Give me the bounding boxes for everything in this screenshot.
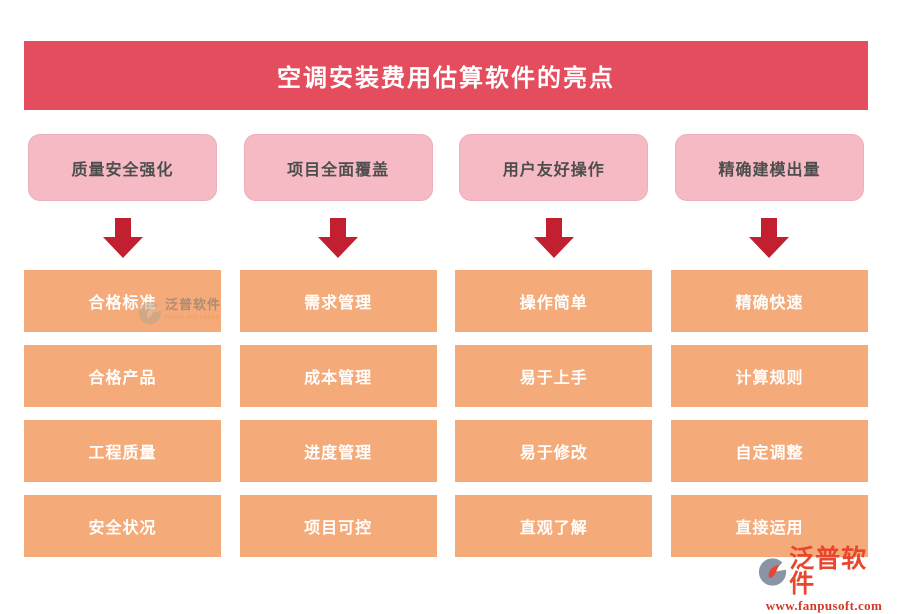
feature-box: 精确快速: [670, 270, 868, 332]
down-arrow-icon: [533, 218, 574, 258]
feature-box: 项目可控: [239, 495, 437, 557]
feature-box: 易于上手: [455, 345, 653, 407]
down-arrow-icon: [318, 218, 359, 258]
brand-url: www.fanpusoft.com: [765, 598, 883, 613]
title-bar: 空调安装费用估算软件的亮点: [24, 41, 868, 110]
column-accurate-modeling: 精确建模出量 精确快速 计算规则 自定调整 直接运用: [670, 134, 868, 557]
column-header: 质量安全强化: [28, 134, 217, 201]
columns-area: 质量安全强化 合格标准 合格产品 工程质量 安全状况 项目全面覆盖 需求管理 成…: [24, 134, 868, 557]
feature-box: 安全状况: [24, 495, 221, 557]
feature-box: 易于修改: [455, 420, 653, 482]
down-arrow-icon: [102, 218, 143, 258]
column-quality-safety: 质量安全强化 合格标准 合格产品 工程质量 安全状况: [24, 134, 221, 557]
fanpu-brand: 泛普软件 www.fanpusoft.com: [758, 547, 890, 614]
feature-box: 自定调整: [670, 420, 868, 482]
feature-box: 操作简单: [455, 270, 653, 332]
down-arrow-icon: [749, 218, 790, 258]
feature-box: 需求管理: [239, 270, 437, 332]
column-header: 项目全面覆盖: [243, 134, 433, 201]
feature-box: 计算规则: [670, 345, 868, 407]
feature-box: 直观了解: [455, 495, 653, 557]
column-header: 用户友好操作: [459, 134, 649, 201]
feature-box: 成本管理: [239, 345, 437, 407]
column-user-friendly: 用户友好操作 操作简单 易于上手 易于修改 直观了解: [455, 134, 653, 557]
column-header: 精确建模出量: [674, 134, 864, 201]
feature-box: 合格标准: [24, 270, 221, 332]
column-project-coverage: 项目全面覆盖 需求管理 成本管理 进度管理 项目可控: [239, 134, 437, 557]
feature-box: 进度管理: [239, 420, 437, 482]
fanpu-logo-icon: [758, 558, 788, 586]
feature-box: 合格产品: [24, 345, 221, 407]
feature-box: 直接运用: [670, 495, 868, 557]
page-title: 空调安装费用估算软件的亮点: [277, 65, 615, 92]
feature-box: 工程质量: [24, 420, 221, 482]
brand-name: 泛普软件: [789, 545, 868, 598]
